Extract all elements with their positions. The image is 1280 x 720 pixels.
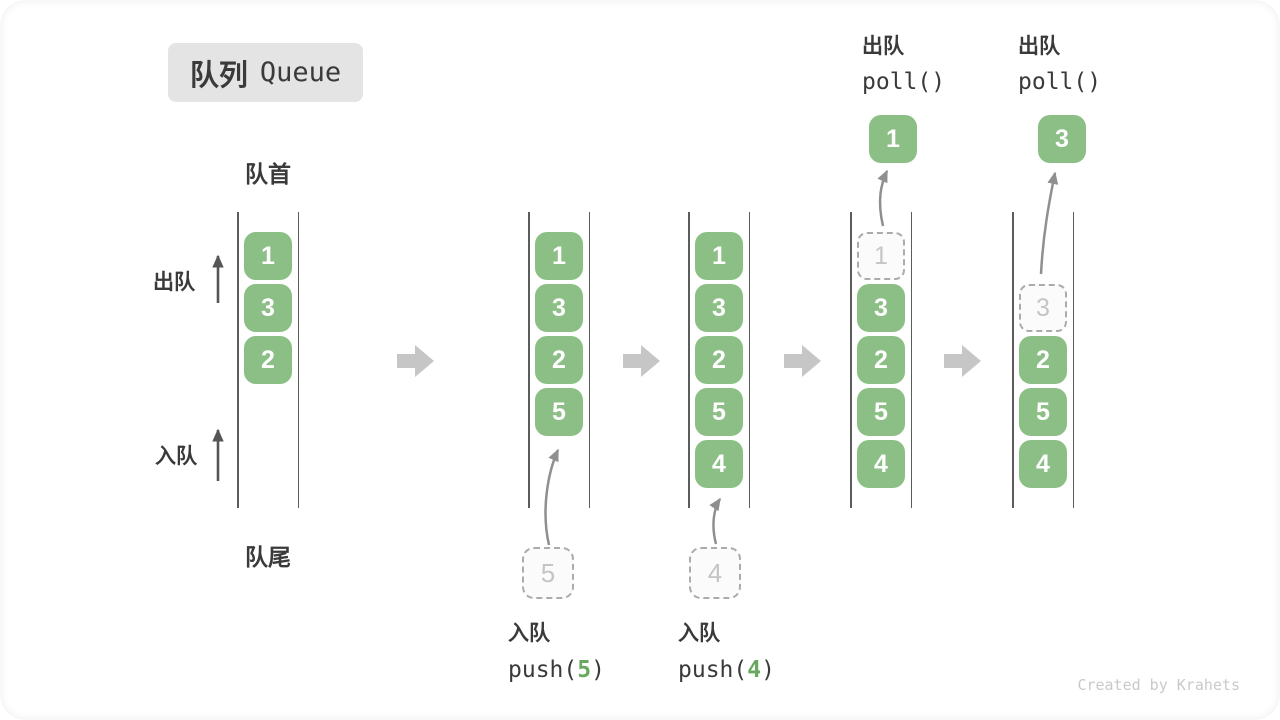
push-annotation-code: push(5) (508, 652, 605, 688)
queue-item-box: 4 (857, 440, 905, 488)
code-after: ) (761, 657, 775, 683)
queue-item-box: 5 (695, 388, 743, 436)
enqueue-path-arrow (709, 497, 722, 545)
poll-annotation-code: poll() (862, 69, 946, 95)
queue-front-label: 队首 (245, 161, 291, 187)
queue-item-box: 1 (695, 232, 743, 280)
push-annotation: 入队 push(4) (678, 616, 775, 688)
code-after: ) (591, 657, 605, 683)
popped-value-box: 3 (1038, 115, 1086, 163)
incoming-value-box: 4 (689, 547, 741, 599)
queue-item-box: 2 (535, 336, 583, 384)
code-before: push( (678, 657, 748, 683)
dequeue-side-label: 出队 (153, 271, 195, 294)
enqueue-path-arrow (544, 448, 560, 546)
dashed-removed-box: 1 (857, 232, 905, 280)
queue-item-box: 5 (535, 388, 583, 436)
queue-item-box: 2 (857, 336, 905, 384)
queue-item-box: 2 (1019, 336, 1067, 384)
poll-annotation: 出队 poll() (862, 30, 945, 100)
next-state-block-arrow (944, 345, 981, 377)
title-badge: 队列 Queue (168, 43, 363, 102)
queue-item-box: 3 (695, 284, 743, 332)
queue-item-box: 3 (857, 284, 905, 332)
queue-wall-right (1072, 212, 1075, 508)
queue-wall-left (237, 212, 239, 508)
queue-item-box: 3 (244, 284, 292, 332)
next-state-block-arrow (623, 345, 660, 377)
queue-item-box: 1 (244, 232, 292, 280)
incoming-value-box: 5 (522, 547, 574, 599)
queue-wall-right (748, 212, 751, 508)
poll-annotation-zh: 出队 (1018, 35, 1060, 58)
queue-wall-right (588, 212, 591, 508)
poll-annotation: 出队 poll() (1018, 30, 1101, 100)
watermark: Created by Krahets (1077, 676, 1240, 694)
queue-wall-left (528, 212, 530, 508)
queue-wall-right (910, 212, 913, 508)
code-arg: 4 (747, 657, 762, 683)
push-annotation-zh: 入队 (508, 622, 550, 645)
push-annotation: 入队 push(5) (508, 616, 605, 688)
dashed-removed-box: 3 (1019, 284, 1067, 332)
dequeue-path-arrow (1039, 171, 1059, 275)
poll-annotation-zh: 出队 (862, 35, 904, 58)
next-state-block-arrow (397, 345, 434, 377)
code-arg: 5 (577, 657, 592, 683)
queue-item-box: 5 (857, 388, 905, 436)
dequeue-path-arrow (877, 169, 889, 227)
queue-item-box: 2 (695, 336, 743, 384)
queue-item-box: 1 (535, 232, 583, 280)
queue-wall-left (1012, 212, 1014, 508)
queue-item-box: 2 (244, 336, 292, 384)
push-annotation-zh: 入队 (678, 622, 720, 645)
queue-wall-left (850, 212, 852, 508)
code-before: push( (508, 657, 578, 683)
next-state-block-arrow (784, 345, 821, 377)
title-zh: 队列 (189, 59, 248, 92)
queue-item-box: 5 (1019, 388, 1067, 436)
queue-wall-right (297, 212, 300, 508)
queue-item-box: 4 (695, 440, 743, 488)
poll-annotation-code: poll() (1018, 69, 1102, 95)
queue-item-box: 3 (535, 284, 583, 332)
popped-value-box: 1 (869, 115, 917, 163)
push-annotation-code: push(4) (678, 652, 775, 688)
enqueue-side-label: 入队 (155, 445, 197, 468)
queue-wall-left (688, 212, 690, 508)
queue-item-box: 4 (1019, 440, 1067, 488)
queue-rear-label: 队尾 (245, 544, 291, 570)
title-en: Queue (259, 57, 342, 88)
